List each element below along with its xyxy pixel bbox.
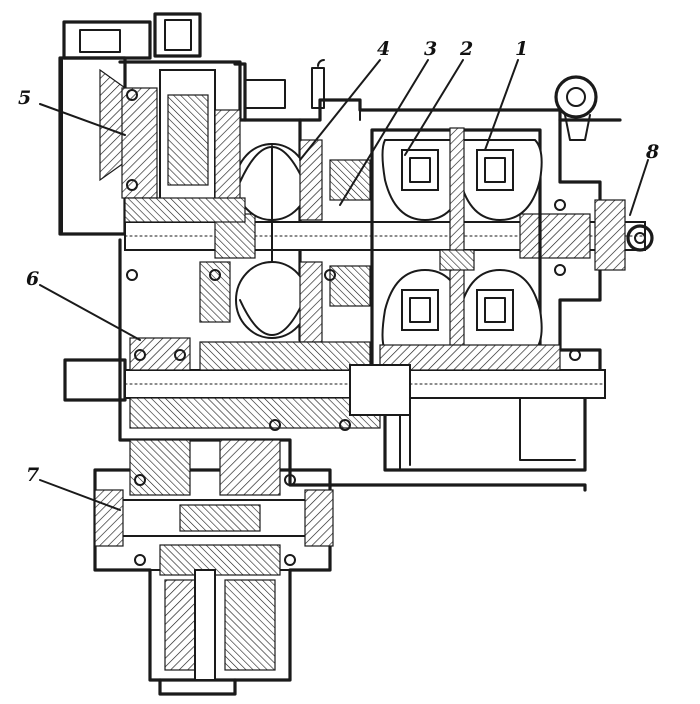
lay-shaft-6	[63, 337, 606, 429]
lifting-eye	[554, 75, 598, 141]
hydraulic-couplings	[370, 127, 543, 372]
callout-labels: 1 2 3 4 5 6 7 8	[18, 38, 659, 486]
leader-lines	[39, 59, 649, 511]
input-gear-group-5	[121, 69, 246, 223]
output-flange-8	[594, 199, 654, 271]
callout-2: 2	[459, 38, 473, 60]
main-housing	[58, 12, 622, 696]
callout-3: 3	[424, 38, 437, 60]
transfer-shaft-7	[94, 439, 334, 681]
callout-6: 6	[26, 268, 39, 290]
callout-4: 4	[377, 38, 390, 60]
callout-8: 8	[645, 141, 659, 163]
callout-5: 5	[18, 87, 31, 109]
callout-1: 1	[515, 38, 528, 60]
callout-7: 7	[26, 464, 39, 486]
bearings	[126, 89, 581, 566]
converter-rotor	[199, 139, 371, 343]
